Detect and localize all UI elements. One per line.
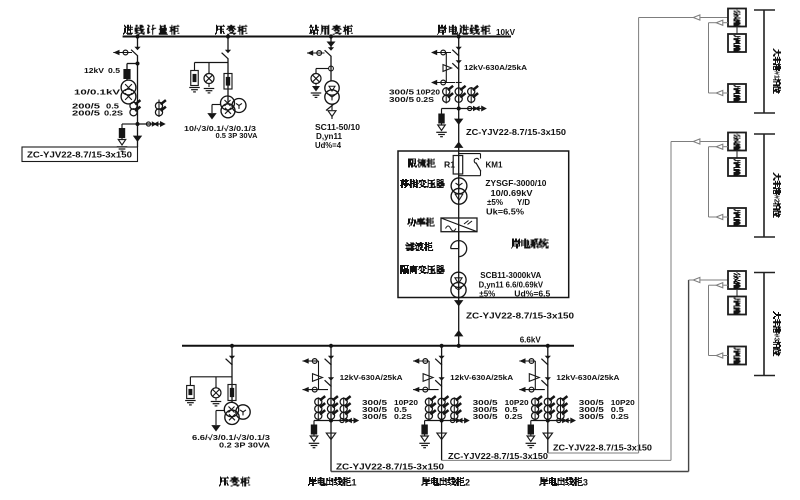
svg-text:10P20: 10P20	[611, 398, 635, 407]
svg-text:Ud%=4: Ud%=4	[315, 141, 342, 150]
svg-text:#1: #1	[773, 71, 780, 79]
svg-text:ZC-YJV22-8.7/15-3x150: ZC-YJV22-8.7/15-3x150	[448, 452, 548, 461]
svg-text:0.2S: 0.2S	[611, 412, 629, 421]
svg-text:ZYSGF-3000/10: ZYSGF-3000/10	[485, 179, 546, 188]
svg-text:KM1: KM1	[486, 161, 503, 170]
svg-text:10/0.1kV: 10/0.1kV	[74, 88, 121, 97]
svg-text:0.2S: 0.2S	[104, 108, 123, 117]
svg-text:300/5: 300/5	[579, 405, 604, 414]
svg-text:0.2S: 0.2S	[416, 95, 434, 104]
svg-text:Ud%=6.5: Ud%=6.5	[514, 290, 551, 299]
svg-text:300/5: 300/5	[362, 412, 387, 421]
svg-text:0.5: 0.5	[505, 405, 518, 414]
svg-text:10kV: 10kV	[496, 27, 515, 37]
svg-text:300/5: 300/5	[473, 405, 498, 414]
svg-text:6.6/√3/0.1/√3/0.1/3: 6.6/√3/0.1/√3/0.1/3	[192, 433, 270, 442]
svg-text:0.2S: 0.2S	[394, 412, 412, 421]
svg-text:300/5: 300/5	[362, 398, 387, 407]
svg-text:300/5: 300/5	[362, 405, 387, 414]
svg-text:ZC-YJV22-8.7/15-3x150: ZC-YJV22-8.7/15-3x150	[466, 310, 574, 320]
svg-text:10/0.69kV: 10/0.69kV	[491, 189, 534, 198]
svg-text:300/5: 300/5	[473, 412, 498, 421]
svg-text:Uk=6.5%: Uk=6.5%	[486, 207, 524, 216]
svg-text:12kV-630A/25kA: 12kV-630A/25kA	[556, 373, 619, 382]
svg-text:3: 3	[583, 478, 588, 488]
svg-text:12kV-630A/25kA: 12kV-630A/25kA	[450, 373, 513, 382]
svg-text:R1: R1	[444, 161, 455, 170]
svg-text:12kV: 12kV	[84, 66, 105, 75]
svg-text:0.2S: 0.2S	[505, 412, 523, 421]
svg-text:200/5: 200/5	[72, 108, 100, 117]
svg-text:300/5: 300/5	[579, 412, 604, 421]
svg-text:ZC-YJV22-8.7/15-3x150: ZC-YJV22-8.7/15-3x150	[553, 443, 652, 452]
svg-text:1: 1	[352, 478, 357, 488]
svg-text:300/5: 300/5	[389, 95, 414, 104]
svg-text:ZC-YJV22-8.7/15-3x150: ZC-YJV22-8.7/15-3x150	[336, 462, 445, 471]
svg-text:0.2 3P 30VA: 0.2 3P 30VA	[219, 443, 270, 450]
svg-text:0.5: 0.5	[611, 405, 624, 414]
svg-text:10P20: 10P20	[394, 398, 418, 407]
svg-text:10P20: 10P20	[505, 398, 529, 407]
svg-text:SCB11-3000kVA: SCB11-3000kVA	[480, 271, 541, 280]
svg-text:12kV-630A/25kA: 12kV-630A/25kA	[464, 63, 527, 72]
svg-text:300/5: 300/5	[579, 398, 604, 407]
svg-text:2: 2	[465, 478, 470, 488]
svg-text:10P20: 10P20	[416, 88, 440, 97]
svg-text:D,yn11: D,yn11	[316, 132, 343, 141]
svg-text:#3: #3	[773, 334, 780, 342]
svg-text:±5%: ±5%	[487, 198, 503, 207]
svg-text:0.5: 0.5	[394, 405, 407, 414]
svg-text:300/5: 300/5	[389, 88, 414, 97]
svg-text:0.5: 0.5	[108, 66, 121, 75]
svg-text:ZC-YJV22-8.7/15-3x150: ZC-YJV22-8.7/15-3x150	[466, 128, 566, 137]
svg-text:6.6kV: 6.6kV	[520, 336, 542, 345]
svg-text:300/5: 300/5	[473, 398, 498, 407]
svg-text:±5%: ±5%	[479, 290, 495, 299]
svg-text:12kV-630A/25kA: 12kV-630A/25kA	[340, 373, 403, 382]
svg-text:ZC-YJV22-8.7/15-3x150: ZC-YJV22-8.7/15-3x150	[27, 150, 133, 159]
svg-text:0.5: 0.5	[106, 102, 119, 111]
svg-text:SC11-50/10: SC11-50/10	[315, 123, 360, 132]
svg-text:200/5: 200/5	[72, 102, 100, 111]
svg-text:0.5 3P 30VA: 0.5 3P 30VA	[216, 133, 258, 140]
svg-text:Y/D: Y/D	[517, 198, 530, 207]
svg-text:D,yn11 6.6/0.69kV: D,yn11 6.6/0.69kV	[479, 281, 544, 290]
svg-text:10/√3/0.1/√3/0.1/3: 10/√3/0.1/√3/0.1/3	[184, 124, 256, 133]
svg-text:#2: #2	[773, 195, 780, 203]
